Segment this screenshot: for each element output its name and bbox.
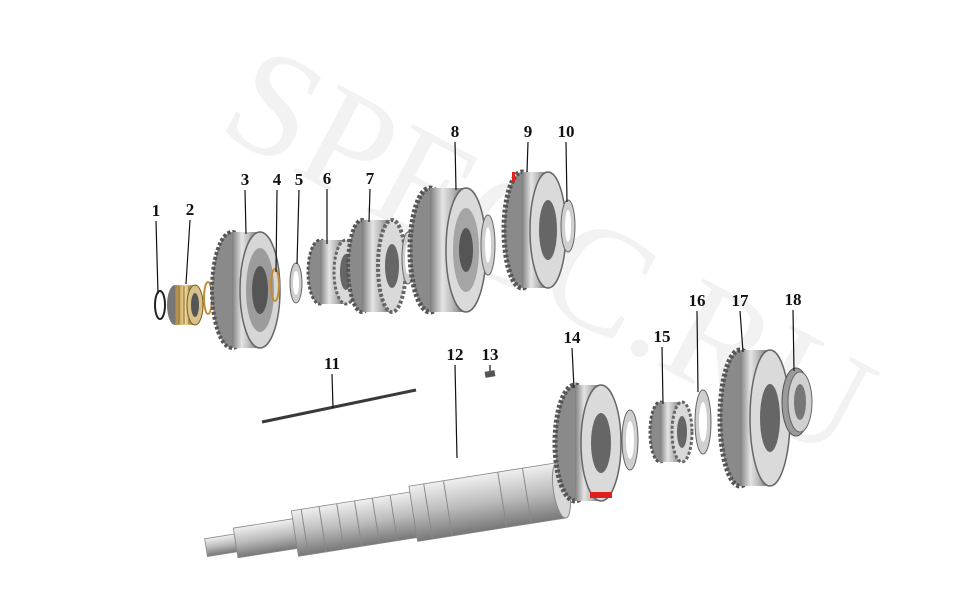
leader-line-16 bbox=[696, 310, 699, 393]
leader-line-12 bbox=[454, 364, 458, 459]
part-17-gear bbox=[717, 347, 791, 489]
callout-number-3: 3 bbox=[241, 170, 250, 189]
part-1-snap-ring bbox=[154, 290, 166, 320]
leader-line-7 bbox=[368, 188, 371, 223]
callout-number-6: 6 bbox=[323, 169, 332, 188]
part-9-gear bbox=[501, 169, 567, 291]
part-3-gear bbox=[210, 230, 281, 350]
leader-line-8 bbox=[454, 141, 457, 191]
part-10-thrust-washer bbox=[560, 199, 576, 253]
leader-line-14 bbox=[571, 347, 575, 389]
callout-number-1: 1 bbox=[152, 201, 161, 220]
leader-line-2 bbox=[185, 219, 191, 285]
leader-line-4 bbox=[275, 189, 278, 273]
callout-number-8: 8 bbox=[451, 122, 460, 141]
callout-number-17: 17 bbox=[732, 291, 750, 310]
part-2-needle-bearing bbox=[167, 281, 213, 326]
callout-number-13: 13 bbox=[482, 345, 499, 364]
part-7-gear bbox=[346, 218, 415, 314]
part-12-main-shaft bbox=[204, 462, 571, 559]
part-18-bearing-ring bbox=[781, 367, 813, 437]
leader-line-1 bbox=[155, 220, 159, 295]
leader-line-18 bbox=[792, 309, 795, 372]
callout-number-4: 4 bbox=[273, 170, 282, 189]
callout-number-18: 18 bbox=[785, 290, 802, 309]
callout-number-15: 15 bbox=[654, 327, 671, 346]
part-11-pin-rod bbox=[261, 388, 417, 424]
leader-line-5 bbox=[296, 189, 300, 265]
part-13-key bbox=[484, 370, 496, 378]
callout-number-12: 12 bbox=[447, 345, 464, 364]
leader-line-11 bbox=[331, 373, 334, 409]
part-5-thrust-washer bbox=[289, 262, 303, 304]
callout-number-10: 10 bbox=[558, 122, 575, 141]
part-16-thrust-washer bbox=[694, 389, 712, 455]
part-15-needle-bearing bbox=[648, 400, 694, 464]
part-8-gear bbox=[407, 185, 496, 315]
part-14-gear bbox=[552, 382, 639, 504]
callout-number-5: 5 bbox=[295, 170, 304, 189]
leader-line-10 bbox=[565, 141, 568, 203]
callout-number-11: 11 bbox=[324, 354, 340, 373]
callout-number-2: 2 bbox=[186, 200, 195, 219]
callout-number-9: 9 bbox=[524, 122, 533, 141]
callout-number-14: 14 bbox=[564, 328, 582, 347]
leader-line-9 bbox=[526, 141, 529, 173]
callout-number-7: 7 bbox=[366, 169, 375, 188]
leader-line-15 bbox=[661, 346, 664, 405]
callout-number-16: 16 bbox=[689, 291, 706, 310]
leader-line-17 bbox=[739, 310, 744, 353]
leader-line-3 bbox=[244, 189, 247, 235]
